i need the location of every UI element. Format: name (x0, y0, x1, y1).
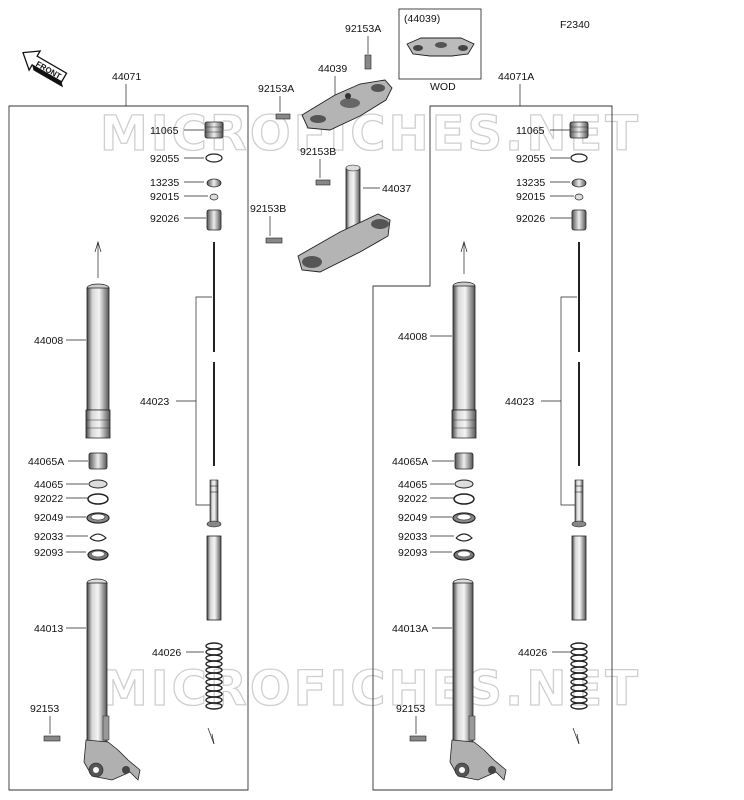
oring-icon (570, 153, 588, 163)
bushing-icon (454, 452, 474, 470)
left-label-92033: 92033 (34, 531, 63, 543)
fork-cap-icon (569, 121, 589, 139)
right-label-92055: 92055 (516, 153, 545, 165)
nut-icon (206, 178, 222, 188)
damper-cartridge-icon (571, 479, 587, 621)
left-fork: 11065 92055 13235 92015 92026 44023 (28, 121, 224, 781)
figure-code: F2340 (560, 19, 590, 31)
right-fork: 11065 92055 13235 92015 92026 44023 (392, 121, 589, 781)
snap-ring-icon (89, 533, 107, 542)
washer-icon (87, 493, 109, 505)
left-label-92026: 92026 (150, 213, 179, 225)
left-label-44013: 44013 (34, 623, 63, 635)
right-label-44026: 44026 (518, 647, 547, 659)
left-label-44065: 44065 (34, 479, 63, 491)
outer-tube-icon (85, 283, 111, 439)
assembly-left-label: 44071 (112, 71, 141, 83)
fork-cap-icon (204, 121, 224, 139)
inner-tube-icon (449, 578, 507, 781)
assembly-right-label: 44071A (498, 71, 534, 83)
bolt-icon (265, 237, 283, 244)
right-label-92049: 92049 (398, 512, 427, 524)
bushing-ring-icon (454, 479, 474, 489)
left-label-92153: 92153 (30, 703, 59, 715)
left-label-92093: 92093 (34, 547, 63, 559)
inner-tube-icon (83, 578, 141, 781)
left-label-44008: 44008 (34, 335, 63, 347)
left-label-92055: 92055 (150, 153, 179, 165)
right-label-13235: 13235 (516, 177, 545, 189)
collar-icon (571, 209, 587, 231)
watermark-bottom: MICROFICHES.NET (100, 661, 641, 717)
oring-icon (205, 153, 223, 163)
collar-icon (206, 209, 222, 231)
nut-icon (571, 178, 587, 188)
left-label-44065A: 44065A (28, 456, 64, 468)
label-44037: 44037 (382, 183, 411, 195)
snap-ring-icon (455, 533, 473, 542)
watermark-top: MICROFICHES.NET (100, 106, 641, 162)
label-44039: 44039 (318, 63, 347, 75)
right-label-44065A: 44065A (392, 456, 428, 468)
inset-caption: WOD (430, 81, 456, 93)
right-assembly-frame (372, 105, 613, 791)
inset-part-label: (44039) (404, 13, 440, 25)
right-label-92153: 92153 (396, 703, 425, 715)
bolt-icon (275, 113, 291, 120)
inset-frame (398, 8, 482, 80)
left-label-11065: 11065 (150, 125, 179, 137)
bushing-icon (88, 452, 108, 470)
right-label-92026: 92026 (516, 213, 545, 225)
left-label-44023: 44023 (140, 396, 169, 408)
right-label-11065: 11065 (516, 125, 545, 137)
right-label-44008: 44008 (398, 331, 427, 343)
front-arrow-icon: FRONT (22, 50, 68, 88)
right-label-92015: 92015 (516, 191, 545, 203)
upper-triple-clamp-icon (301, 79, 393, 131)
right-label-44013A: 44013A (392, 623, 428, 635)
label-92153A-left: 92153A (258, 83, 294, 95)
right-label-44023: 44023 (505, 396, 534, 408)
label-92153A-top: 92153A (345, 23, 381, 35)
washer-icon (574, 193, 584, 201)
right-label-92093: 92093 (398, 547, 427, 559)
left-label-13235: 13235 (150, 177, 179, 189)
damper-cartridge-icon (206, 479, 222, 621)
left-assembly-frame (8, 105, 249, 791)
bolt-icon (364, 54, 372, 70)
left-label-92022: 92022 (34, 493, 63, 505)
bushing-ring-icon (88, 479, 108, 489)
right-label-92022: 92022 (398, 493, 427, 505)
bolt-icon (43, 735, 61, 742)
right-label-44065: 44065 (398, 479, 427, 491)
right-label-92033: 92033 (398, 531, 427, 543)
left-label-92049: 92049 (34, 512, 63, 524)
bolt-icon (315, 179, 331, 186)
left-label-92015: 92015 (150, 191, 179, 203)
inset-clamp-icon (406, 37, 475, 57)
washer-icon (453, 493, 475, 505)
bolt-icon (409, 735, 427, 742)
washer-icon (209, 193, 219, 201)
lower-triple-clamp-icon (297, 164, 391, 273)
label-92153B-left: 92153B (250, 203, 286, 215)
outer-tube-icon (451, 281, 477, 439)
label-92153B-top: 92153B (300, 146, 336, 158)
left-label-44026: 44026 (152, 647, 181, 659)
